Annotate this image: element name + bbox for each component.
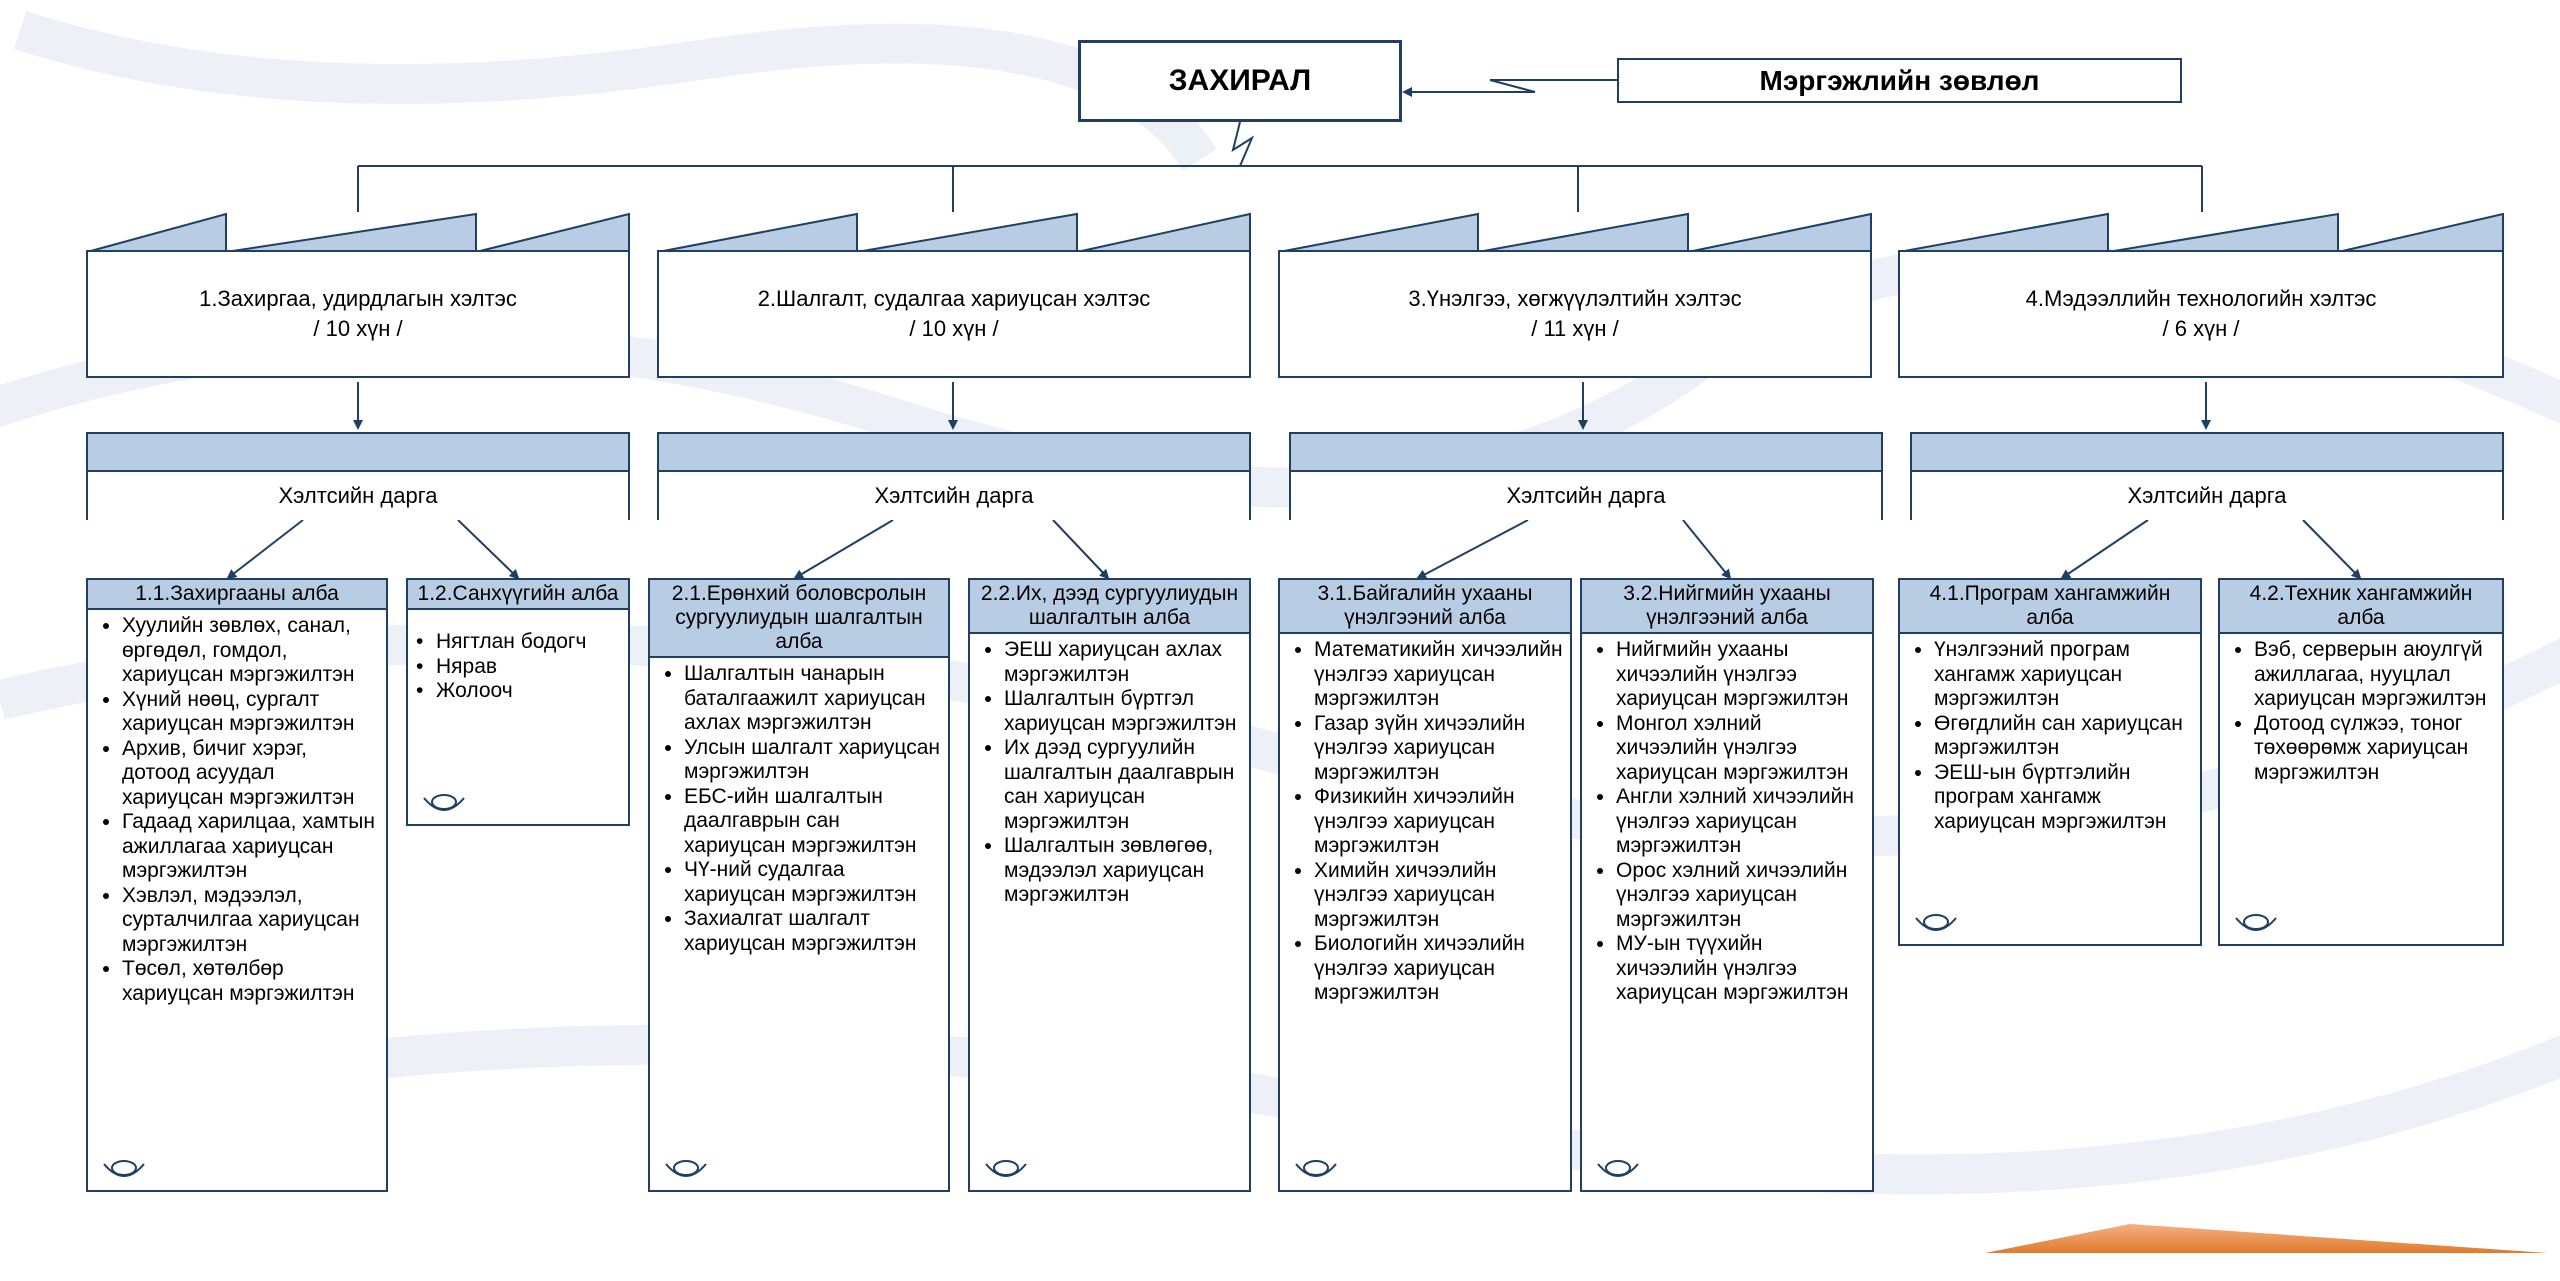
department-title: 3.2.Нийгмийн ухааны үнэлгээний алба: [1582, 580, 1872, 634]
list-item: Үнэлгээний програм хангамж хариуцсан мэр…: [1934, 638, 2194, 712]
list-item: Нийгмийн ухааны хичээлийн үнэлгээ хариуц…: [1616, 638, 1866, 712]
orange-triangle-decoration: [1985, 1224, 2548, 1253]
eye-icon: [985, 1160, 1027, 1177]
division-staff: / 10 хүн /: [313, 316, 403, 341]
list-item: Жолооч: [416, 679, 622, 704]
eye-icon: [103, 1160, 145, 1177]
eye-icon: [1915, 914, 1957, 931]
division-tabs: [1898, 212, 2504, 253]
division-name: 3.Үнэлгээ, хөгжүүлэлтийн хэлтэс: [1408, 286, 1742, 311]
head-box: Хэлтсийн дарга: [1910, 432, 2504, 520]
list-item: Захиалгат шалгалт хариуцсан мэргэжилтэн: [684, 907, 942, 956]
list-item: Хуулийн зөвлөх, санал, өргөдөл, гомдол, …: [122, 614, 380, 688]
list-item: Нярав: [416, 655, 622, 680]
division-staff: / 6 хүн /: [2162, 316, 2240, 341]
department-box: 3.1.Байгалийн ухааны үнэлгээний алба Мат…: [1278, 578, 1572, 1192]
division-tabs: [1278, 212, 1872, 253]
head-label: Хэлтсийн дарга: [88, 472, 628, 520]
list-item: Монгол хэлний хичээлийн үнэлгээ хариуцса…: [1616, 712, 1866, 786]
list-item: Архив, бичиг хэрэг, дотоод асуудал хариу…: [122, 737, 380, 811]
list-item: Улсын шалгалт хариуцсан мэргэжилтэн: [684, 736, 942, 785]
department-title: 3.1.Байгалийн ухааны үнэлгээний алба: [1280, 580, 1570, 634]
list-item: Өгөгдлийн сан хариуцсан мэргэжилтэн: [1934, 712, 2194, 761]
head-label: Хэлтсийн дарга: [1912, 472, 2502, 520]
list-item: ЭЕШ хариуцсан ахлах мэргэжилтэн: [1004, 638, 1243, 687]
department-title: 2.1.Ерөнхий боловсролын сургуулиудын шал…: [650, 580, 948, 658]
list-item: Төсөл, хөтөлбөр хариуцсан мэргэжилтэн: [122, 957, 380, 1006]
list-item: Хүний нөөц, сургалт хариуцсан мэргэжилтэ…: [122, 688, 380, 737]
list-item: МУ-ын түүхийн хичээлийн үнэлгээ хариуцса…: [1616, 932, 1866, 1006]
division-tabs: [86, 212, 630, 253]
division-box: 2.Шалгалт, судалгаа хариуцсан хэлтэс / 10…: [657, 212, 1251, 382]
list-item: Математикийн хичээлийн үнэлгээ хариуцсан…: [1314, 638, 1564, 712]
division-tabs: [657, 212, 1251, 253]
department-title: 1.1.Захиргааны алба: [88, 580, 386, 610]
council-label: Мэргэжлийн зөвлөл: [1759, 64, 2040, 96]
department-box: 1.1.Захиргааны алба Хуулийн зөвлөх, сана…: [86, 578, 388, 1192]
list-item: Биологийн хичээлийн үнэлгээ хариуцсан мэ…: [1314, 932, 1564, 1006]
list-item: Англи хэлний хичээлийн үнэлгээ хариуцсан…: [1616, 785, 1866, 859]
department-title: 4.2.Техник хангамжийн алба: [2220, 580, 2502, 634]
list-item: Вэб, серверын аюулгүй ажиллагаа, нууцлал…: [2254, 638, 2496, 712]
division-name: 4.Мэдээллийн технологийн хэлтэс: [2025, 286, 2377, 311]
department-box: 2.2.Их, дээд сургуулиудын шалгалтын алба…: [968, 578, 1251, 1192]
list-item: Шалгалтын чанарын баталгаажилт хариуцсан…: [684, 662, 942, 736]
division-name: 1.Захиргаа, удирдлагын хэлтэс: [199, 286, 517, 311]
head-box: Хэлтсийн дарга: [1289, 432, 1883, 520]
eye-icon: [1295, 1160, 1337, 1177]
department-title: 1.2.Санхүүгийн алба: [408, 580, 628, 610]
department-title: 4.1.Програм хангамжийн алба: [1900, 580, 2200, 634]
director-box: ЗАХИРАЛ: [1078, 40, 1402, 122]
list-item: Шалгалтын зөвлөгөө, мэдээлэл хариуцсан м…: [1004, 834, 1243, 908]
list-item: Дотоод сүлжээ, тоног төхөөрөмж хариуцсан…: [2254, 712, 2496, 786]
list-item: Хэвлэл, мэдээлэл, сурталчилгаа хариуцсан…: [122, 884, 380, 958]
list-item: ЕБС-ийн шалгалтын даалгаврын сан хариуцс…: [684, 785, 942, 859]
list-item: ЭЕШ-ын бүртгэлийн програм хангамж хариуц…: [1934, 761, 2194, 835]
department-title: 2.2.Их, дээд сургуулиудын шалгалтын алба: [970, 580, 1249, 634]
head-box: Хэлтсийн дарга: [657, 432, 1251, 520]
director-label: ЗАХИРАЛ: [1168, 64, 1312, 97]
division-box: 4.Мэдээллийн технологийн хэлтэс / 6 хүн /: [1898, 212, 2504, 382]
list-item: Орос хэлний хичээлийн үнэлгээ хариуцсан …: [1616, 859, 1866, 933]
council-box: Мэргэжлийн зөвлөл: [1617, 58, 2182, 103]
list-item: Нягтлан бодогч: [416, 630, 622, 655]
list-item: Физикийн хичээлийн үнэлгээ хариуцсан мэр…: [1314, 785, 1564, 859]
list-item: Гадаад харилцаа, хамтын ажиллагаа хариуц…: [122, 810, 380, 884]
head-label: Хэлтсийн дарга: [659, 472, 1249, 520]
list-item: Газар зүйн хичээлийн үнэлгээ хариуцсан м…: [1314, 712, 1564, 786]
division-staff: / 10 хүн /: [909, 316, 999, 341]
division-name: 2.Шалгалт, судалгаа хариуцсан хэлтэс: [757, 286, 1151, 311]
list-item: Шалгалтын бүртгэл хариуцсан мэргэжилтэн: [1004, 687, 1243, 736]
department-box: 4.2.Техник хангамжийн алба Вэб, серверын…: [2218, 578, 2504, 946]
division-box: 1.Захиргаа, удирдлагын хэлтэс / 10 хүн /: [86, 212, 630, 382]
head-box: Хэлтсийн дарга: [86, 432, 630, 520]
head-label: Хэлтсийн дарга: [1291, 472, 1881, 520]
department-box: 3.2.Нийгмийн ухааны үнэлгээний алба Нийг…: [1580, 578, 1874, 1192]
department-box: 1.2.Санхүүгийн алба Нягтлан бодогч Нярав…: [406, 578, 630, 826]
eye-icon: [2235, 914, 2277, 931]
department-box: 4.1.Програм хангамжийн алба Үнэлгээний п…: [1898, 578, 2202, 946]
eye-icon: [665, 1160, 707, 1177]
department-box: 2.1.Ерөнхий боловсролын сургуулиудын шал…: [648, 578, 950, 1192]
eye-icon: [1597, 1160, 1639, 1177]
list-item: Химийн хичээлийн үнэлгээ хариуцсан мэргэ…: [1314, 859, 1564, 933]
list-item: ЧҮ-ний судалгаа хариуцсан мэргэжилтэн: [684, 858, 942, 907]
division-staff: / 11 хүн /: [1531, 316, 1619, 341]
list-item: Их дээд сургуулийн шалгалтын даалгаврын …: [1004, 736, 1243, 834]
eye-icon: [423, 794, 465, 811]
division-box: 3.Үнэлгээ, хөгжүүлэлтийн хэлтэс / 11 хүн …: [1278, 212, 1872, 382]
